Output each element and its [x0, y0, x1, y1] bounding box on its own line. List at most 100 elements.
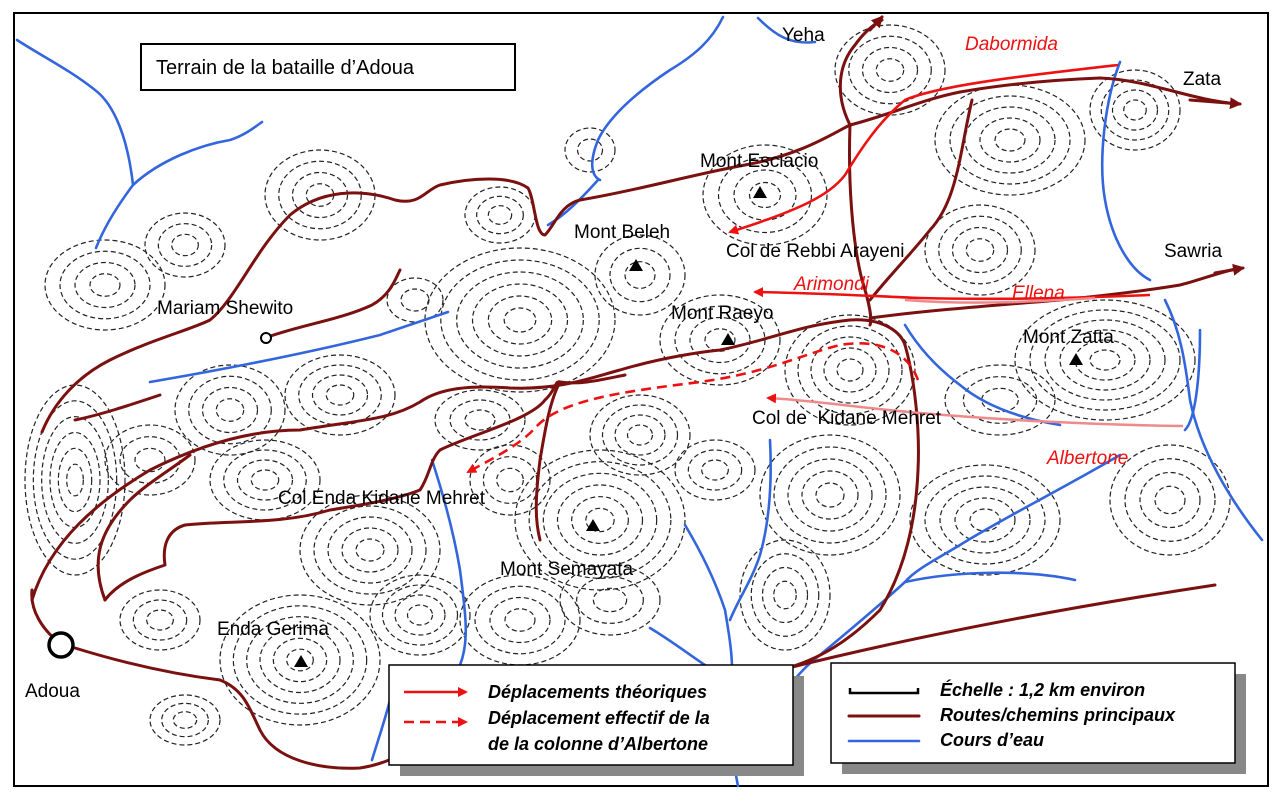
- contour-line: [784, 314, 916, 426]
- contour-line: [949, 95, 1071, 185]
- contour-line: [1029, 309, 1181, 411]
- contour-line: [836, 358, 864, 382]
- label-arimondi: Arimondi: [793, 274, 870, 295]
- legend-symbols: Échelle : 1,2 km environ Routes/chemins …: [830, 662, 1246, 774]
- contour-line: [219, 594, 381, 726]
- circle-icon: [260, 332, 272, 344]
- contour-line: [761, 566, 809, 624]
- contour-line: [1100, 79, 1170, 141]
- contour-line: [456, 271, 584, 369]
- contour-line: [750, 553, 820, 637]
- contour-line: [1109, 444, 1231, 556]
- triangle-icon: [1069, 353, 1083, 365]
- contour-line: [801, 470, 859, 520]
- contour-line: [624, 261, 656, 289]
- contour-line: [1124, 458, 1216, 542]
- river: [15, 38, 135, 250]
- river: [728, 438, 772, 622]
- road: [40, 76, 1240, 434]
- contour-line: [848, 35, 932, 105]
- contour-line: [994, 128, 1026, 152]
- troop-movements: [466, 63, 1184, 474]
- legend-actual-line2: de la colonne d’Albertone: [488, 734, 708, 754]
- contour-line: [614, 414, 666, 456]
- label-col-kidane-mehret: Col de Kidane Mehret: [752, 408, 942, 429]
- contour-line: [119, 589, 201, 651]
- label-mont-beleh: Mont Beleh: [574, 222, 670, 243]
- contour-line: [89, 273, 121, 297]
- contour-line: [823, 347, 877, 393]
- label-zata: Zata: [1183, 69, 1221, 90]
- contour-line: [585, 507, 615, 533]
- contour-line: [773, 580, 797, 610]
- contour-line: [951, 226, 1009, 274]
- road: [778, 343, 920, 672]
- road: [96, 453, 192, 602]
- road: [73, 646, 412, 770]
- contour-line: [66, 463, 84, 497]
- triangle-icon: [586, 519, 600, 531]
- contour-line: [559, 564, 661, 636]
- contour-line: [1154, 485, 1186, 515]
- road: [73, 393, 162, 422]
- contour-line: [469, 444, 551, 516]
- contour-line: [1123, 99, 1147, 121]
- contour-line: [394, 594, 446, 636]
- contour-line: [875, 58, 905, 82]
- road: [1213, 263, 1245, 276]
- river: [1163, 298, 1264, 542]
- river: [430, 458, 468, 667]
- contour-line: [474, 585, 566, 655]
- legend-actual-line1: Déplacement effectif de la: [488, 708, 710, 728]
- contour-line: [201, 386, 259, 434]
- contour-line: [325, 384, 355, 406]
- river: [648, 626, 707, 667]
- contour-line: [938, 215, 1022, 285]
- dabormida-arrow: [728, 63, 1119, 235]
- contour-line: [440, 259, 600, 381]
- legend-roads: Routes/chemins principaux: [940, 705, 1176, 725]
- contour-line: [601, 404, 679, 466]
- road: [263, 268, 402, 340]
- river: [756, 16, 817, 44]
- contour-line: [861, 46, 919, 94]
- contour-line: [74, 261, 136, 309]
- contour-line: [1089, 69, 1181, 151]
- contour-line: [369, 574, 471, 656]
- contour-line: [609, 247, 671, 303]
- contour-line: [487, 205, 513, 225]
- contour-line: [909, 464, 1061, 576]
- contour-line: [954, 497, 1016, 543]
- contour-line: [161, 702, 209, 738]
- contour-line: [924, 475, 1046, 565]
- contour-line: [464, 409, 496, 431]
- page-title: Terrain de la bataille d’Adoua: [156, 57, 415, 79]
- contour-line: [327, 516, 413, 584]
- label-sawria: Sawria: [1164, 241, 1223, 262]
- contour-line: [674, 439, 756, 501]
- contour-line: [503, 307, 537, 333]
- contour-line: [701, 459, 729, 481]
- road: [534, 380, 562, 542]
- contour-line: [291, 171, 349, 219]
- contour-line: [386, 277, 444, 323]
- river: [131, 120, 264, 187]
- albertone-arrow: [766, 393, 1184, 428]
- contour-line: [528, 461, 672, 579]
- legend-theoretical: Déplacements théoriques: [488, 682, 707, 702]
- road: [868, 15, 884, 32]
- contour-line: [400, 288, 430, 312]
- contour-line: [564, 127, 616, 173]
- contour-line: [223, 449, 307, 511]
- contour-line: [44, 239, 166, 331]
- contour-line: [341, 527, 399, 573]
- road: [868, 98, 974, 302]
- contour-line: [717, 156, 813, 234]
- contour-line: [542, 472, 658, 568]
- triangle-icon: [629, 259, 643, 271]
- large-circle-icon: [47, 631, 75, 659]
- contour-line: [787, 458, 873, 532]
- contour-line: [659, 294, 781, 386]
- contour-line: [41, 416, 109, 544]
